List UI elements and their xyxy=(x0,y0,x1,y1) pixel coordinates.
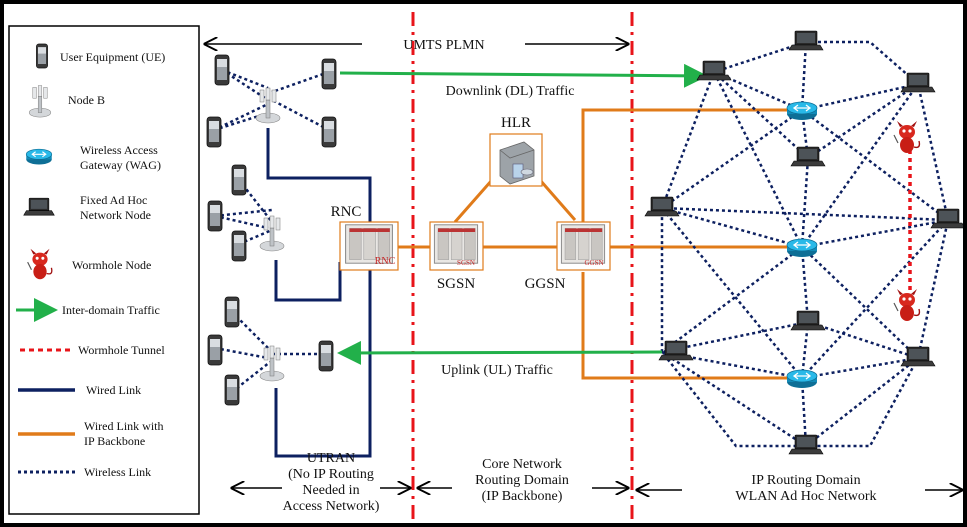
legend-label-wired: Wired Link xyxy=(86,383,141,397)
utran-label-3: Needed in xyxy=(302,483,359,498)
adhoc-wireless-mesh xyxy=(660,40,950,448)
ggsn-tag: GGSN xyxy=(584,259,603,267)
legend-label-interdomain: Inter-domain Traffic xyxy=(62,303,160,317)
uplink-label: Uplink (UL) Traffic xyxy=(441,363,553,378)
utran-label-2: (No IP Routing xyxy=(288,467,374,482)
legend-label-wormhole-tunnel: Wormhole Tunnel xyxy=(78,343,165,357)
legend-label-wag-1: Wireless Access xyxy=(80,143,158,157)
sgsn-tag: SGSN xyxy=(457,259,475,267)
sgsn-label: SGSN xyxy=(437,276,476,292)
legend-label-wired-ip-2: IP Backbone xyxy=(84,434,145,448)
legend-label-adhoc-1: Fixed Ad Hoc xyxy=(80,193,147,207)
rnc-tag: RNC xyxy=(375,256,396,267)
utran-wired-links xyxy=(266,128,372,458)
legend-label-wired-ip-1: Wired Link with xyxy=(84,419,164,433)
hlr-server xyxy=(489,133,543,187)
core-label-2: Routing Domain xyxy=(475,473,569,488)
core-label-3: (IP Backbone) xyxy=(482,489,563,504)
ggsn-label: GGSN xyxy=(525,276,566,292)
utran-label-4: Access Network) xyxy=(283,499,380,514)
uplink-arrow xyxy=(337,340,663,365)
umts-plmn-label: UMTS PLMN xyxy=(403,38,484,53)
core-label-1: Core Network xyxy=(482,457,562,472)
legend-label-ue: User Equipment (UE) xyxy=(60,50,165,64)
hlr-label: HLR xyxy=(501,115,531,131)
legend-label-adhoc-2: Network Node xyxy=(80,208,151,222)
downlink-arrow xyxy=(339,63,708,88)
legend-label-nodeb: Node B xyxy=(68,93,105,107)
downlink-label: Downlink (DL) Traffic xyxy=(446,84,575,99)
ip-domain-label-2: WLAN Ad Hoc Network xyxy=(735,489,876,504)
ip-domain-label-1: IP Routing Domain xyxy=(751,473,860,488)
legend-label-wormhole-node: Wormhole Node xyxy=(72,258,151,272)
utran-label-1: UTRAN xyxy=(307,451,355,466)
legend-label-wag-2: Gateway (WAG) xyxy=(80,158,161,172)
rnc-label: RNC xyxy=(331,204,362,220)
legend-label-wireless: Wireless Link xyxy=(84,465,151,479)
